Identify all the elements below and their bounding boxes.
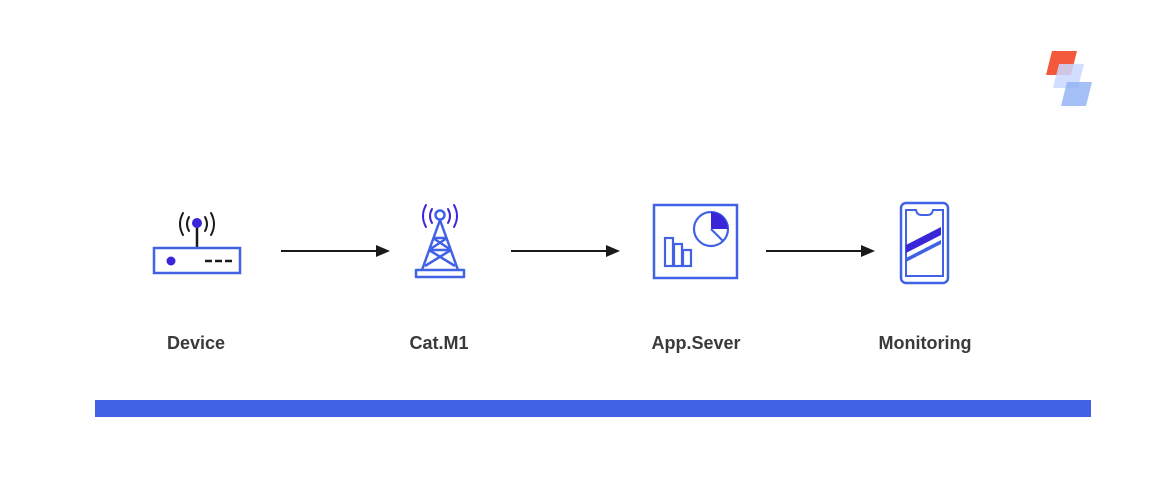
node-label-monitoring: Monitoring	[878, 333, 972, 353]
node-label-cat-m1: Cat.M1	[409, 333, 469, 353]
node-label-app-server: App.Sever	[651, 333, 741, 353]
flow-arrow-3	[766, 245, 875, 257]
cell-tower-icon	[414, 204, 466, 279]
node-label-device: Device	[166, 333, 226, 353]
bottom-accent-bar	[95, 400, 1091, 417]
logo-blue-tile	[1061, 82, 1092, 106]
flow-arrow-1	[281, 245, 390, 257]
router-icon	[152, 212, 242, 275]
dashboard-icon	[652, 203, 739, 280]
flow-arrow-2	[511, 245, 620, 257]
smartphone-icon	[899, 201, 950, 285]
brand-logo-icon	[1046, 51, 1092, 106]
